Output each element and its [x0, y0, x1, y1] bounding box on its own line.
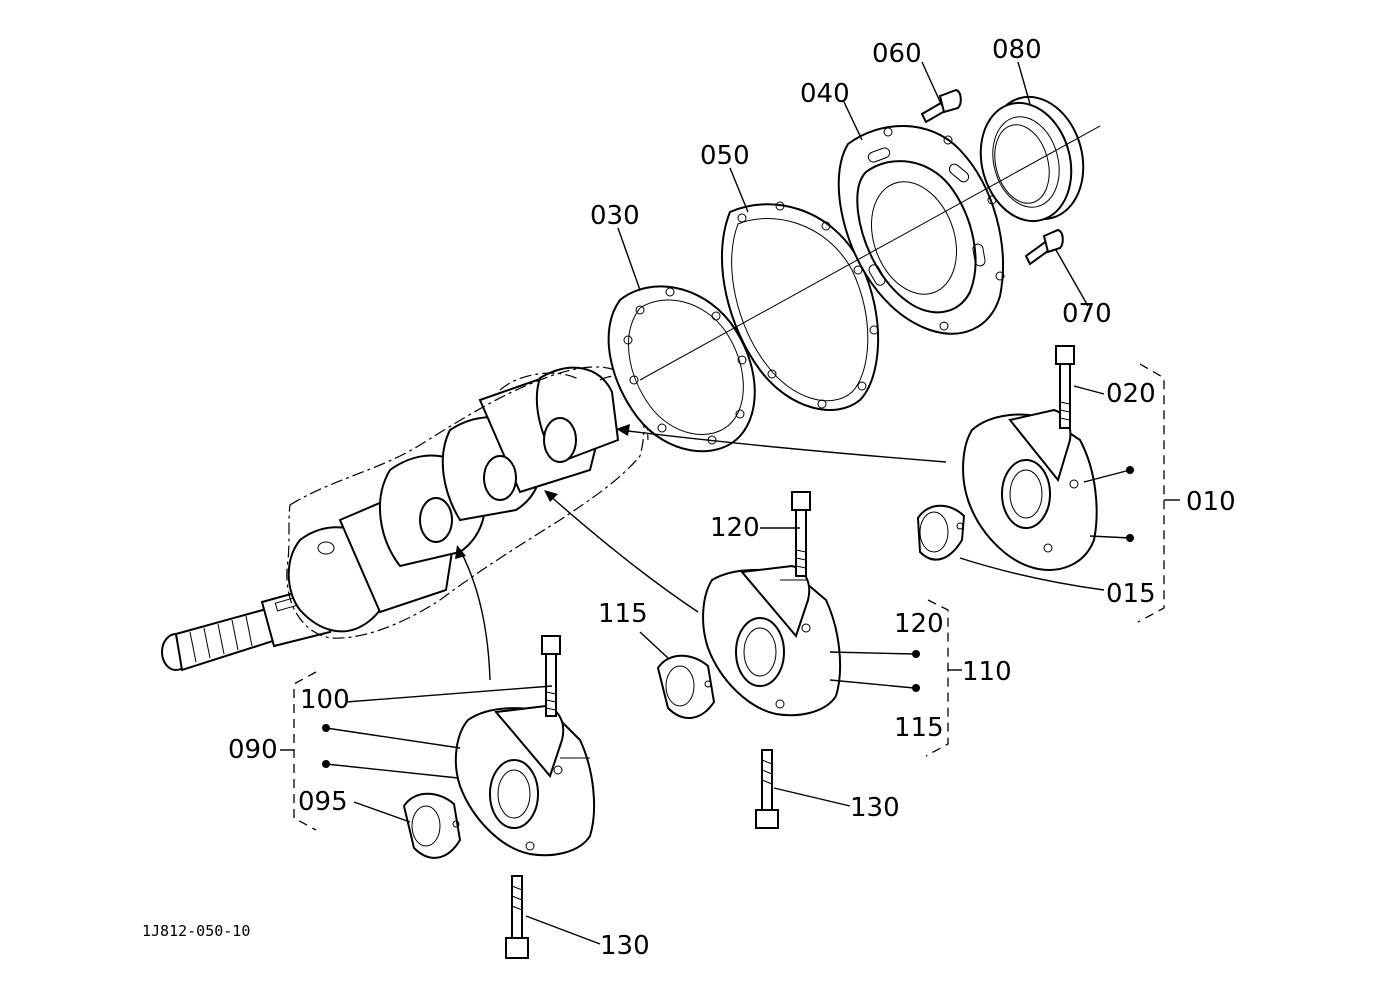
label-015: 015	[1106, 579, 1156, 609]
bolt-070-drawing	[1024, 228, 1064, 266]
bearing-shell-015-drawing	[916, 504, 966, 561]
label-095: 095	[298, 787, 348, 817]
diagram-code: 1J812-050-10	[142, 922, 250, 940]
bolt-130-middle-drawing	[755, 749, 779, 829]
bolt-100-drawing	[541, 635, 561, 717]
reference-dots	[322, 466, 1134, 768]
oil-seal-080-drawing	[979, 95, 1085, 223]
crankshaft-drawing	[161, 366, 649, 672]
label-070: 070	[1062, 299, 1112, 329]
label-060: 060	[872, 39, 922, 69]
bolt-060-drawing	[920, 88, 962, 124]
assembly-axis-line	[639, 125, 1101, 381]
label-010: 010	[1186, 487, 1236, 517]
bearing-case-cover-040-drawing	[837, 125, 1005, 335]
label-115-a: 115	[598, 599, 648, 629]
label-050: 050	[700, 141, 750, 171]
main-bearing-case-110-drawing	[702, 564, 842, 717]
leader-lines	[325, 61, 1131, 945]
bolt-120-drawing	[791, 491, 811, 577]
label-100: 100	[300, 685, 350, 715]
label-110: 110	[962, 657, 1012, 687]
main-bearing-case-090-drawing	[454, 704, 596, 857]
bolt-020-drawing	[1055, 345, 1075, 429]
assembly-arrows	[455, 424, 947, 681]
bolt-130-bottom-drawing	[505, 875, 529, 959]
bearing-shell-115-drawing	[656, 654, 716, 719]
gasket-030-drawing	[607, 285, 756, 453]
label-130-b: 130	[600, 931, 650, 961]
label-090: 090	[228, 735, 278, 765]
label-030: 030	[590, 201, 640, 231]
label-130-a: 130	[850, 793, 900, 823]
label-040: 040	[800, 79, 850, 109]
label-120-b: 120	[894, 609, 944, 639]
label-080: 080	[992, 35, 1042, 65]
label-020: 020	[1106, 379, 1156, 409]
main-bearing-case-010-drawing	[962, 408, 1098, 571]
label-115-b: 115	[894, 713, 944, 743]
bearing-shell-095-drawing	[402, 792, 462, 859]
group-brackets	[280, 363, 1180, 831]
gasket-050-drawing	[720, 201, 880, 411]
label-120-a: 120	[710, 513, 760, 543]
